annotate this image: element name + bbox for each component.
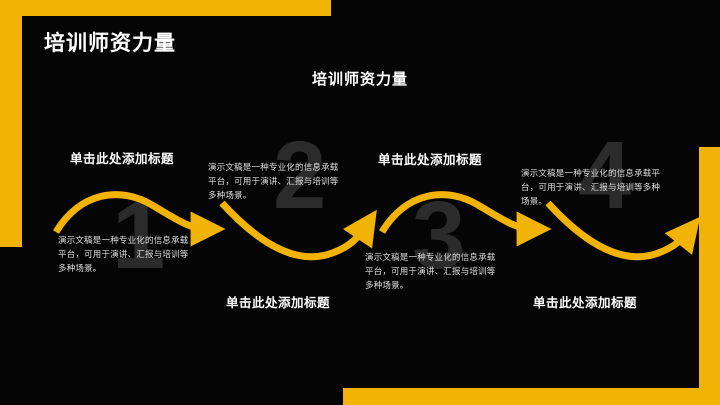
yellow-bar-bottom-right (343, 388, 720, 405)
page-subtitle: 培训师资力量 (311, 71, 408, 88)
block-1-body-wrap[interactable]: 演示文稿是一种专业化的信息承载平台，可用于演讲、汇报与培训等多种场景。 (58, 233, 196, 275)
block-2-heading: 单击此处添加标题 (226, 296, 331, 310)
block-3-heading: 单击此处添加标题 (378, 153, 483, 167)
block-3-heading-wrap[interactable]: 单击此处添加标题 (378, 149, 482, 168)
yellow-bar-right (699, 147, 720, 405)
block-3-body: 演示文稿是一种专业化的信息承载平台，可用于演讲、汇报与培训等多种场景。 (365, 252, 496, 291)
block-1-heading: 单击此处添加标题 (70, 152, 175, 166)
block-3-body-wrap[interactable]: 演示文稿是一种专业化的信息承载平台，可用于演讲、汇报与培训等多种场景。 (365, 250, 503, 292)
page-title: 培训师资力量 (44, 32, 176, 55)
yellow-bar-top-left (0, 0, 331, 16)
block-4-body-wrap[interactable]: 演示文稿是一种专业化的信息承载平台，可用于演讲、汇报与培训等多种场景。 (521, 166, 661, 208)
block-2-body-wrap[interactable]: 演示文稿是一种专业化的信息承载平台，可用于演讲、汇报与培训等多种场景。 (208, 160, 346, 202)
block-4-heading-wrap[interactable]: 单击此处添加标题 (533, 292, 637, 311)
block-4-body: 演示文稿是一种专业化的信息承载平台，可用于演讲、汇报与培训等多种场景。 (521, 168, 661, 207)
block-1-body: 演示文稿是一种专业化的信息承载平台，可用于演讲、汇报与培训等多种场景。 (58, 235, 189, 274)
yellow-bar-left (0, 0, 22, 247)
block-4-heading: 单击此处添加标题 (533, 296, 638, 310)
block-2-heading-wrap[interactable]: 单击此处添加标题 (226, 292, 330, 311)
block-1-heading-wrap[interactable]: 单击此处添加标题 (70, 148, 174, 167)
block-2-body: 演示文稿是一种专业化的信息承载平台，可用于演讲、汇报与培训等多种场景。 (208, 162, 339, 201)
